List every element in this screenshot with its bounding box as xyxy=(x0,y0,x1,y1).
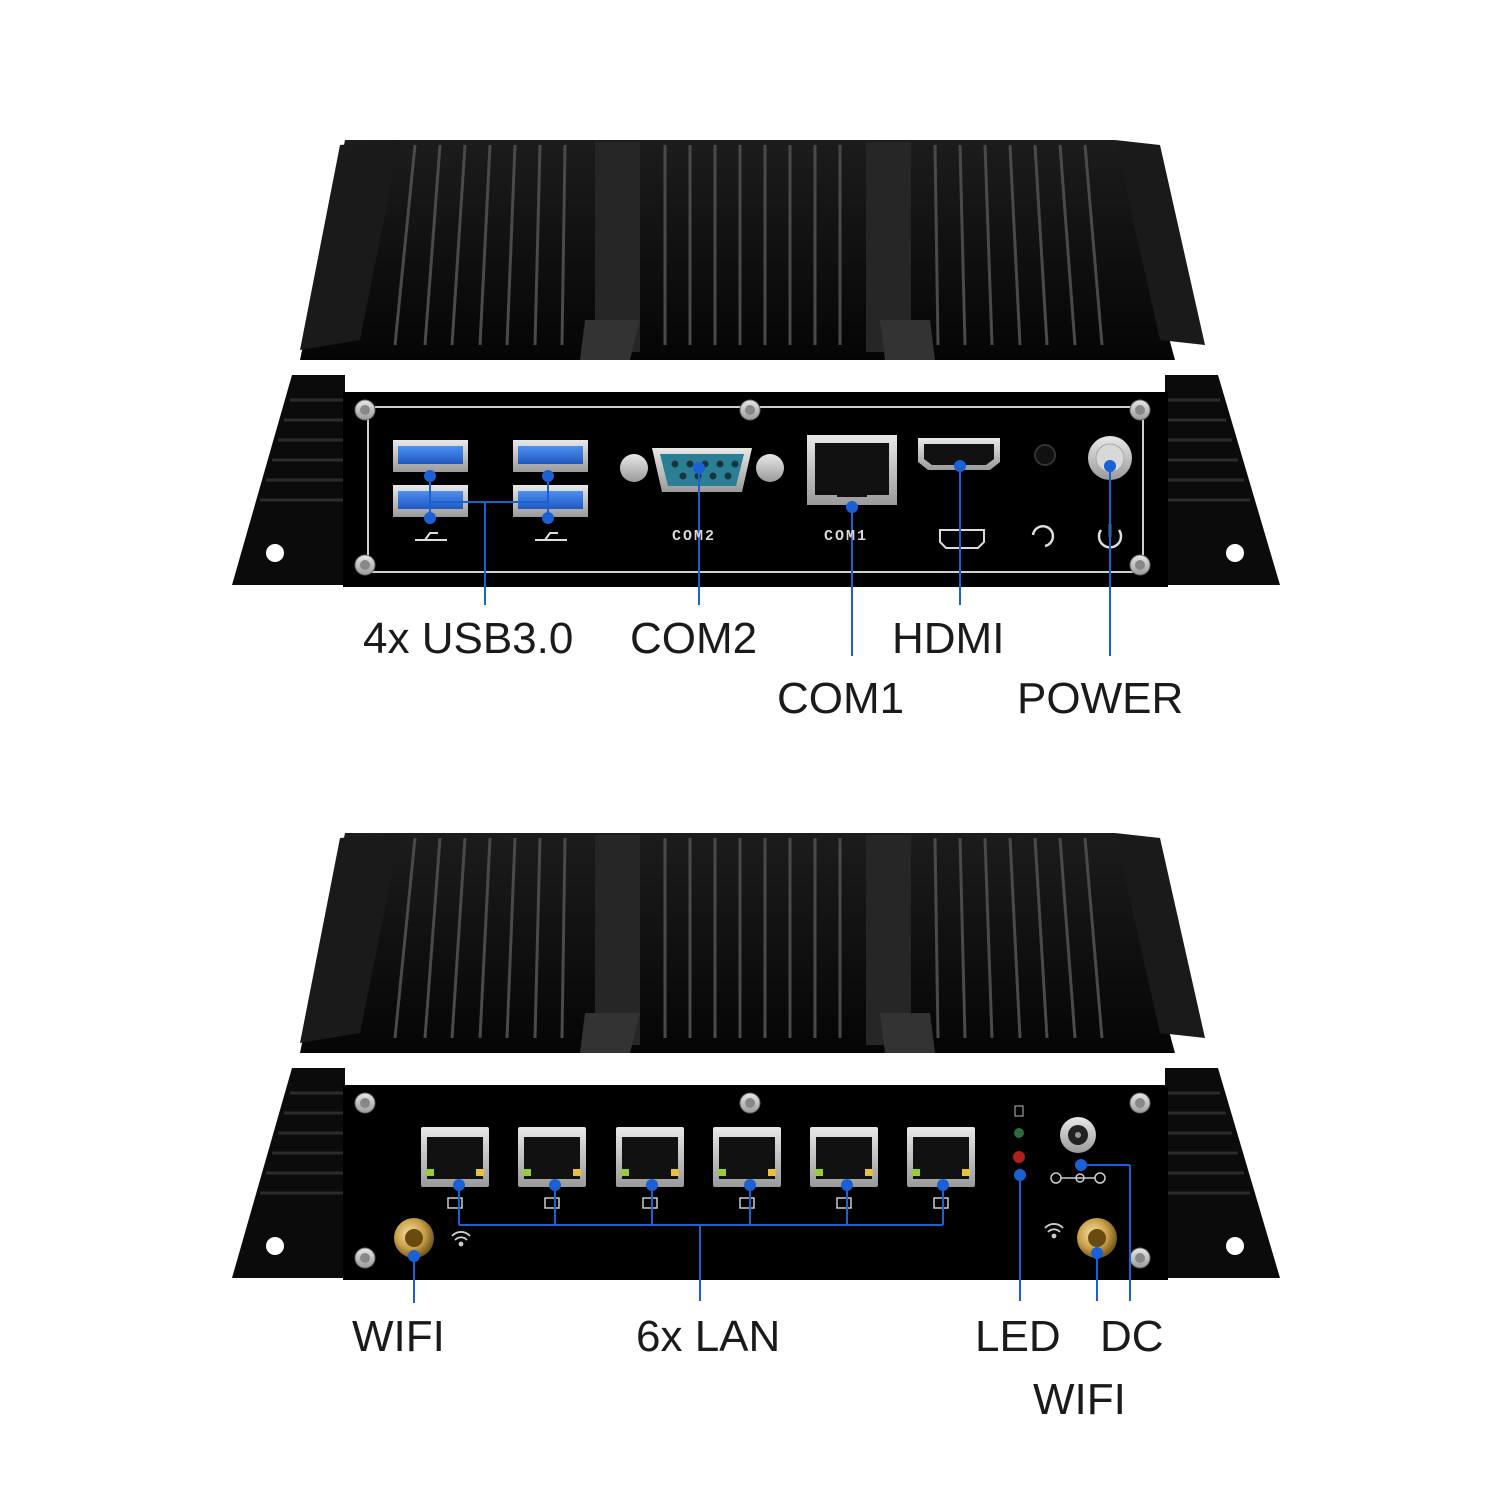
side-fin-lines xyxy=(260,398,1250,502)
top-unit xyxy=(232,140,1280,656)
com1-marking: COM1 xyxy=(824,528,869,545)
wifi-icon xyxy=(451,1223,1064,1247)
label-lan: 6x LAN xyxy=(636,1312,781,1361)
bottom-unit xyxy=(232,833,1280,1303)
dc-polarity-icon xyxy=(1050,1172,1106,1184)
io-panel xyxy=(343,392,1168,587)
label-power: POWER xyxy=(1017,674,1184,723)
label-hdmi: HDMI xyxy=(892,614,1005,663)
label-usb: 4x USB3.0 xyxy=(363,614,574,663)
reset-button xyxy=(1034,444,1056,466)
led-indicators xyxy=(1013,1105,1025,1163)
label-dc: DC xyxy=(1100,1312,1164,1361)
label-wifi-right: WIFI xyxy=(1033,1375,1126,1424)
com1-port xyxy=(807,435,897,505)
mount-hole xyxy=(1226,544,1244,562)
wifi-antenna-left xyxy=(394,1218,434,1258)
label-com1: COM1 xyxy=(777,674,905,723)
com2-marking: COM2 xyxy=(672,528,717,545)
label-wifi-left: WIFI xyxy=(352,1312,445,1361)
callout-lines-bottom xyxy=(408,1159,1131,1303)
wifi-antenna-right xyxy=(1077,1218,1117,1258)
power-button xyxy=(1088,436,1132,480)
label-led: LED xyxy=(975,1312,1061,1361)
mount-hole xyxy=(266,544,284,562)
lan-icon xyxy=(447,1197,949,1209)
reset-icon xyxy=(1031,525,1055,548)
heatsink xyxy=(300,140,1205,360)
hdmi-port xyxy=(918,438,1000,470)
dc-jack xyxy=(1060,1117,1096,1153)
callout-lines-top xyxy=(424,460,1116,656)
hdmi-icon xyxy=(939,529,985,549)
label-com2: COM2 xyxy=(630,614,758,663)
usb-icon xyxy=(415,532,567,541)
lan-ports xyxy=(421,1127,975,1187)
